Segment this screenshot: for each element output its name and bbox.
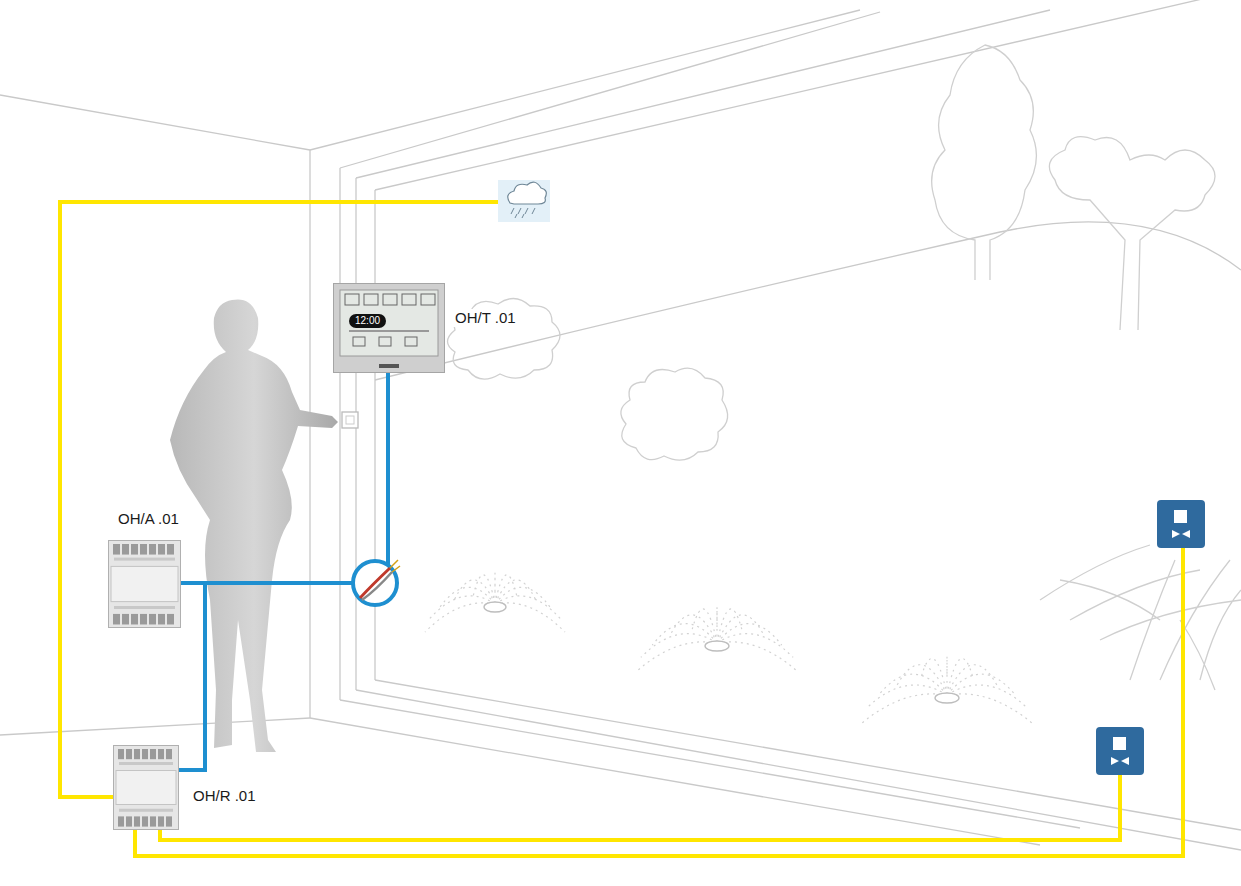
bus-wire — [179, 583, 205, 770]
yellow-wires — [60, 202, 1183, 856]
spray-line — [946, 656, 947, 695]
sprinkler-sprays — [425, 573, 1032, 723]
room-lines — [0, 0, 1241, 850]
spray-line — [921, 658, 947, 695]
spray-line — [878, 674, 947, 695]
screen-clock: 12:00 — [349, 314, 386, 328]
din-module-art — [108, 540, 181, 628]
rain-sensor — [498, 180, 550, 222]
wall-switch — [342, 412, 358, 428]
spray-line — [717, 615, 764, 643]
din-module: OH/A .01 — [108, 540, 181, 628]
spray-line — [947, 658, 973, 695]
wall-switch — [346, 416, 354, 424]
device-label: OH/A .01 — [116, 510, 181, 528]
spray-line — [670, 615, 717, 643]
spray-line — [495, 575, 517, 604]
spray-line — [454, 580, 495, 604]
spray-line — [652, 624, 717, 646]
spray-line — [716, 607, 717, 643]
valve-symbol — [1096, 500, 1205, 775]
spray-line — [717, 624, 782, 646]
spray-line — [473, 575, 495, 604]
touch-panel: OH/T .01 — [333, 283, 445, 373]
device-label: OH/R .01 — [191, 787, 258, 805]
device-label: OH/T .01 — [453, 309, 518, 327]
bus-wire — [181, 373, 388, 583]
woman-silhouette — [170, 299, 338, 752]
spray-line — [862, 694, 947, 723]
cable-symbol — [353, 560, 400, 605]
spray-line — [692, 609, 717, 643]
garden-trees — [448, 45, 1241, 690]
rain-sensor — [498, 180, 550, 222]
spray-line — [897, 665, 947, 695]
sprinklers — [484, 602, 959, 703]
spray-line — [494, 573, 495, 604]
bus-wire — [179, 583, 205, 770]
touch-panel-art — [333, 283, 445, 373]
bus-wire — [181, 373, 388, 583]
din-module-art — [113, 745, 179, 830]
spray-line — [947, 665, 997, 695]
din-module: OH/R .01 — [113, 745, 179, 830]
spray-line — [947, 694, 1032, 723]
